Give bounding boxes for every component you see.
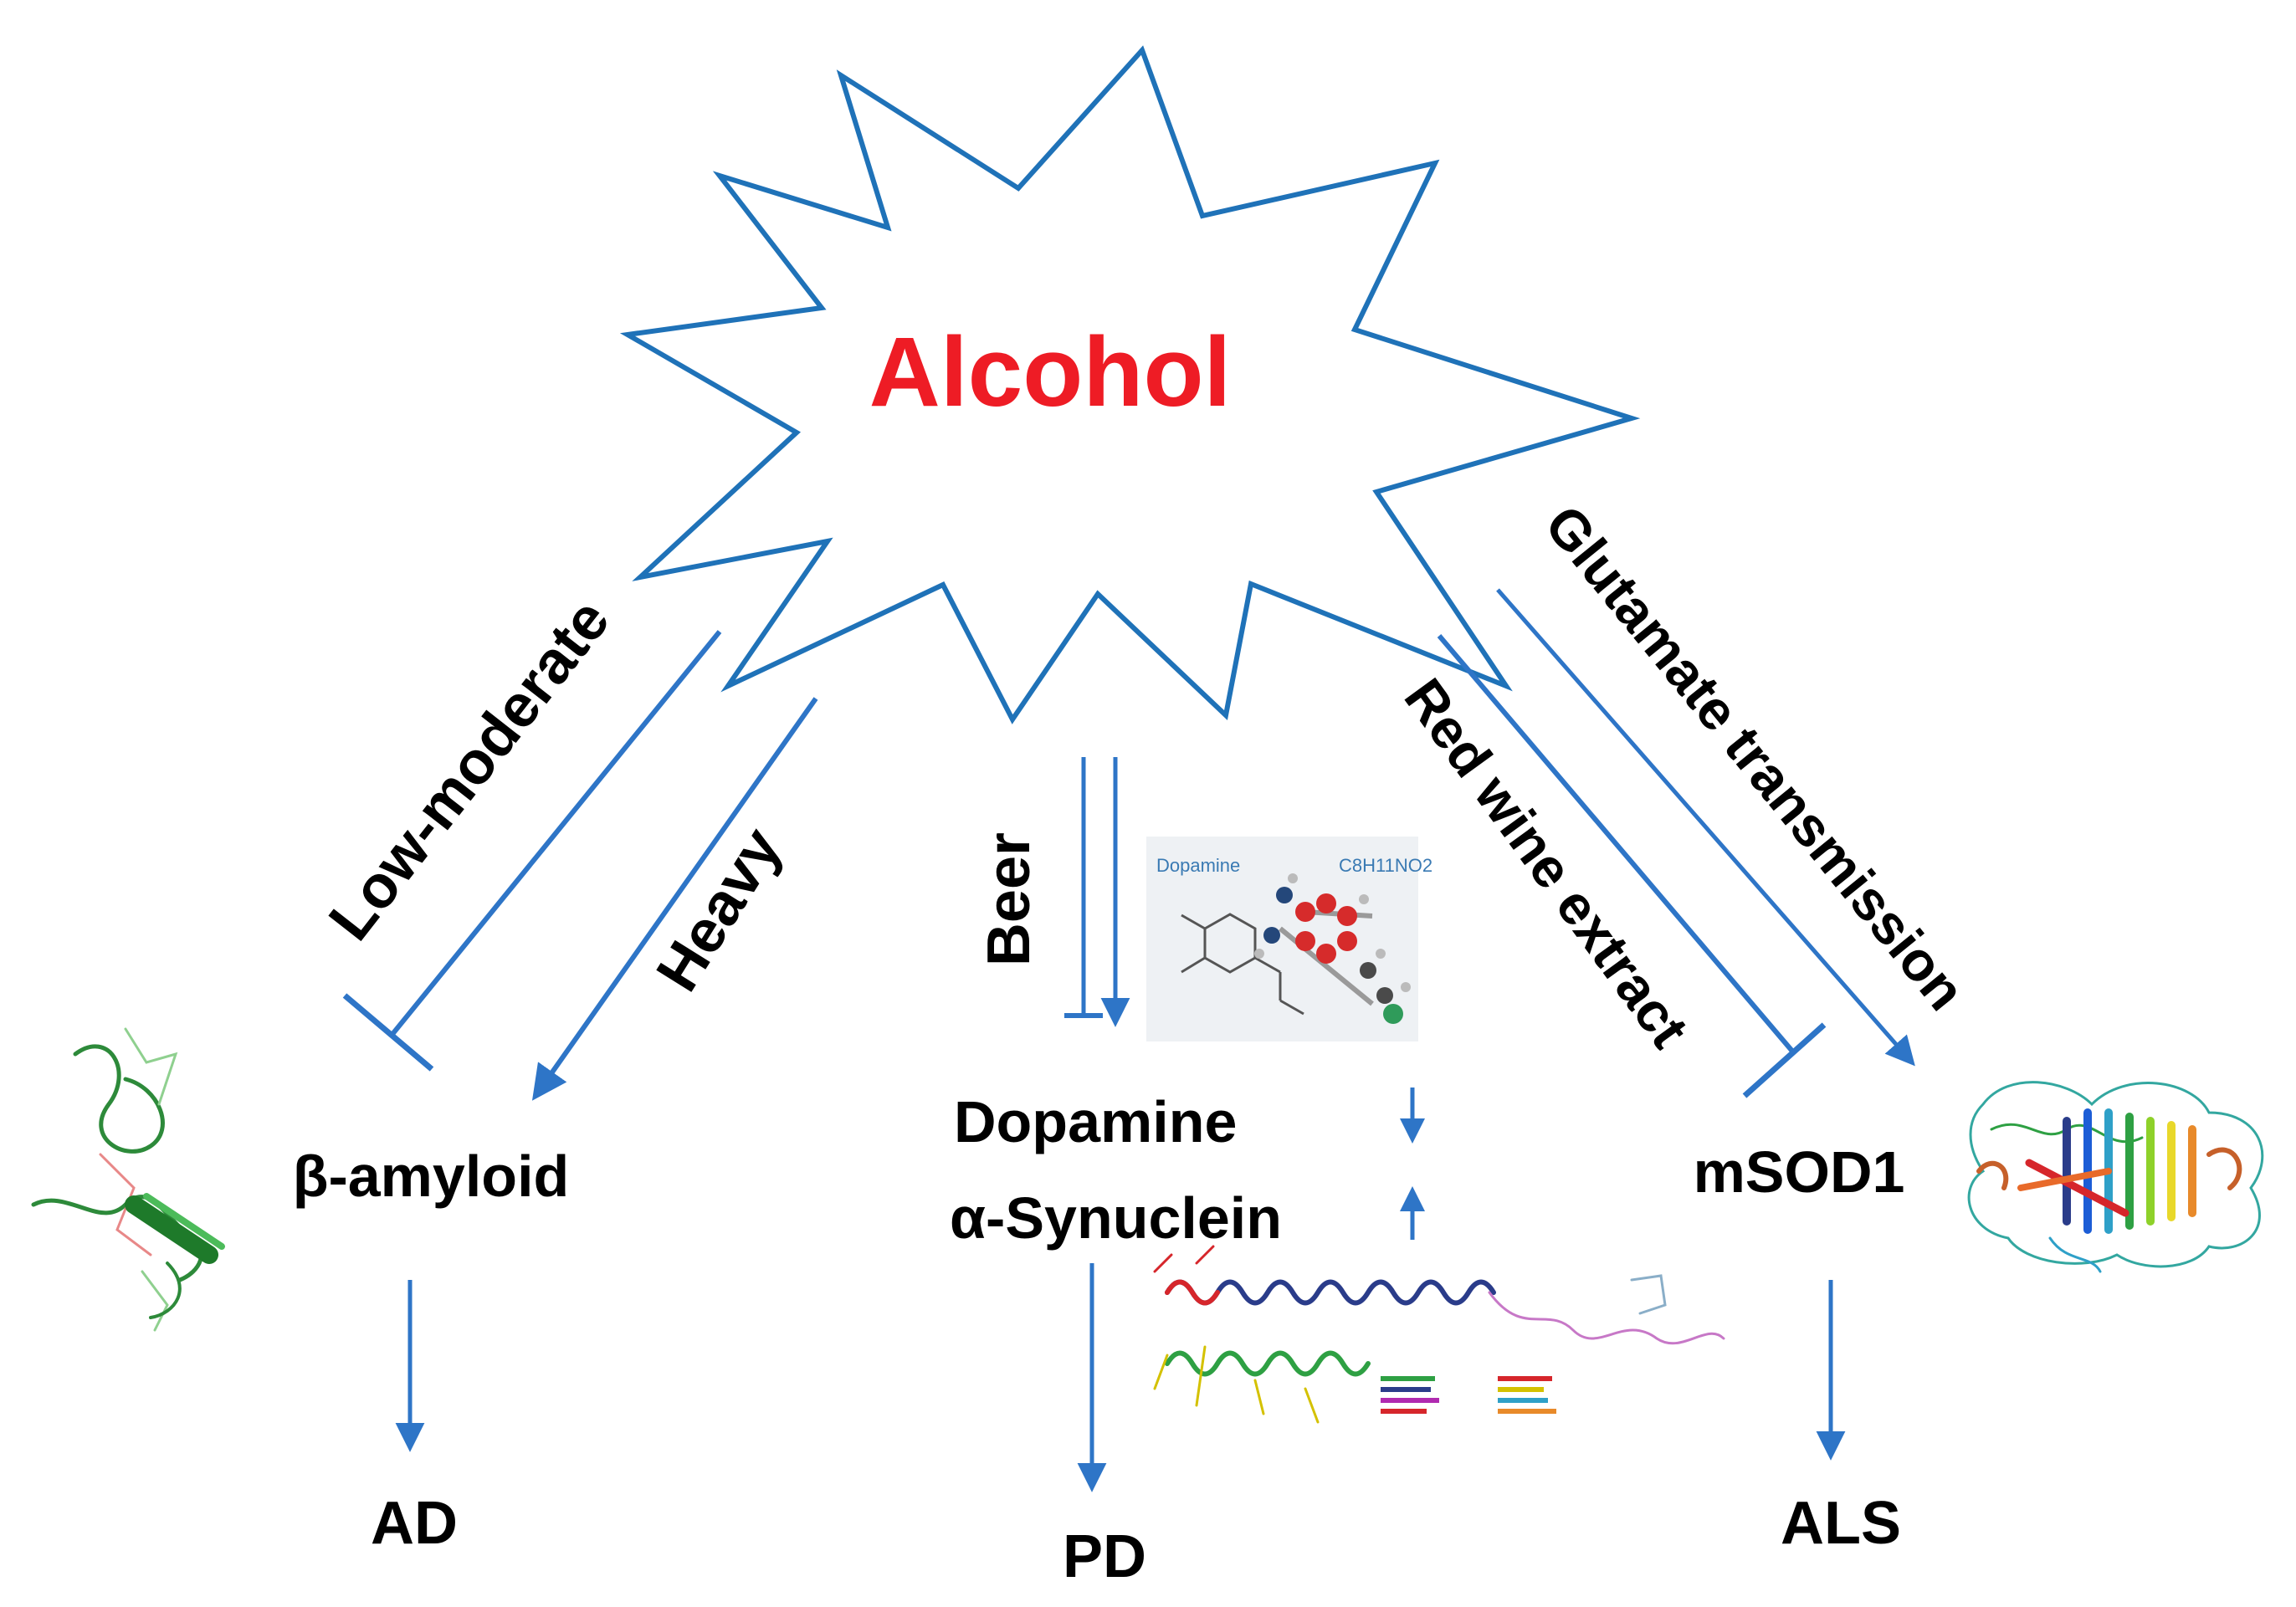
red-wine-inhibit-bar [1742, 1022, 1827, 1098]
dopamine-card-name: Dopamine [1156, 855, 1240, 876]
synuclein-node: α-Synuclein [950, 1185, 1282, 1251]
msod1-protein-structure [1967, 1081, 2264, 1273]
red-wine-inhibit-line [1437, 634, 1797, 1056]
msod1-node: mSOD1 [1694, 1139, 1905, 1205]
amyloid-node: β-amyloid [293, 1144, 570, 1209]
ad-label: AD [371, 1490, 458, 1557]
red-wine-label: Red wine extract [1393, 668, 1701, 1059]
dopamine-card-formula: C8H11NO2 [1339, 855, 1432, 876]
dopamine-node: Dopamine [954, 1089, 1237, 1154]
beer-label: Beer [976, 832, 1043, 966]
low-moderate-inhibit-bar [342, 993, 434, 1072]
low-moderate-inhibit-line [391, 630, 722, 1035]
alcohol-starburst [619, 45, 1641, 724]
dopamine-ball-stick-model [1254, 873, 1411, 1024]
heavy-arrow [531, 697, 818, 1101]
alcohol-title: Alcohol [869, 317, 1232, 427]
low-moderate-label: Low-moderate [316, 587, 623, 953]
pd-label: PD [1063, 1523, 1146, 1590]
glutamate-arrow [1496, 588, 1915, 1067]
dopamine-molecule-card: Dopamine C8H11NO2 [1146, 837, 1432, 1041]
amyloid-protein-structure [31, 1027, 225, 1332]
als-label: ALS [1781, 1490, 1901, 1557]
synuclein-helix-structure [1153, 1245, 1725, 1424]
dopamine-skeletal-structure [1181, 913, 1304, 1016]
